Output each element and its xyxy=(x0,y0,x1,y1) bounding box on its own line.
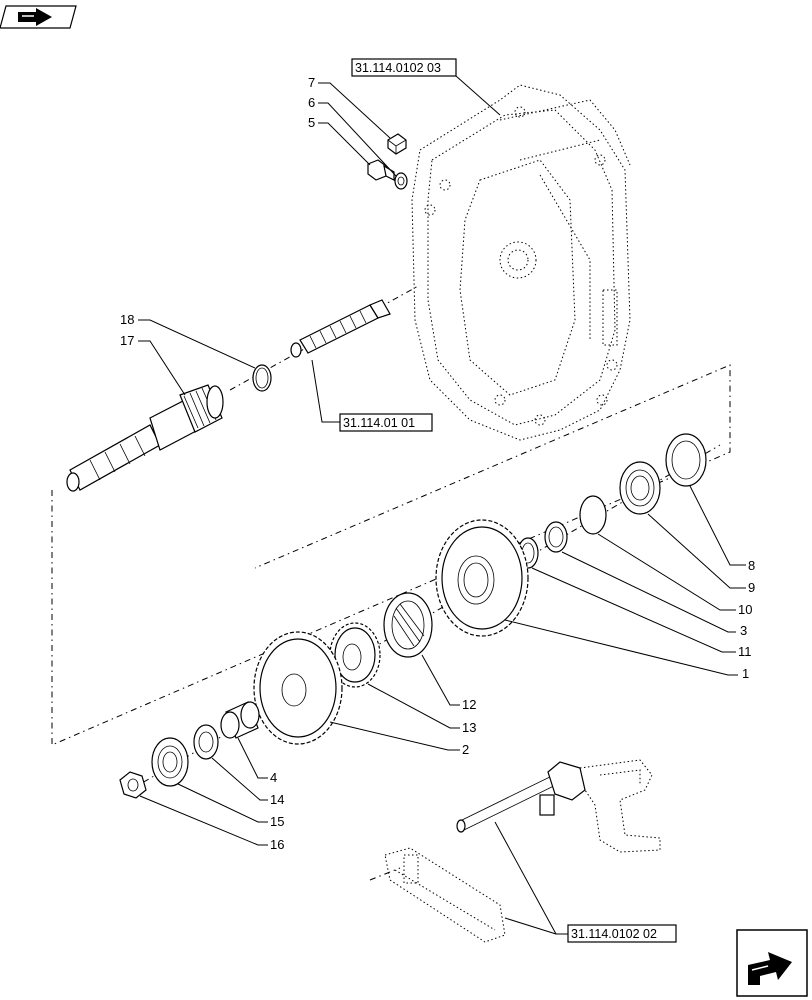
callout-7: 7 xyxy=(308,75,315,90)
washer-3 xyxy=(544,521,568,553)
snap-ring-10 xyxy=(579,495,607,535)
fork-reference[interactable]: 31.114.0102 02 xyxy=(571,927,657,941)
shift-fork xyxy=(456,759,661,853)
assembly-envelope xyxy=(51,364,731,746)
plug-7 xyxy=(387,133,407,155)
gear-1 xyxy=(435,519,529,637)
callout-16: 16 xyxy=(270,837,284,852)
gear-2 xyxy=(253,631,343,745)
washer-6 xyxy=(394,172,408,190)
callout-10: 10 xyxy=(738,602,752,617)
callout-5: 5 xyxy=(308,115,315,130)
shaft-reference[interactable]: 31.114.01 01 xyxy=(343,416,415,430)
callout-4: 4 xyxy=(270,770,277,785)
snap-ring-18 xyxy=(252,364,272,392)
gear-13 xyxy=(329,622,381,688)
bearing-15 xyxy=(151,737,189,787)
shift-rail xyxy=(369,847,506,943)
fitting-5 xyxy=(367,159,395,181)
callout-9: 9 xyxy=(748,580,755,595)
callout-8: 8 xyxy=(748,558,755,573)
callout-2: 2 xyxy=(462,742,469,757)
transmission-housing xyxy=(411,84,631,441)
nut-16 xyxy=(119,771,147,799)
bushing-4 xyxy=(220,701,260,739)
ring-8 xyxy=(665,433,707,487)
main-shaft-17 xyxy=(66,384,224,492)
callout-3: 3 xyxy=(740,623,747,638)
callout-13: 13 xyxy=(462,720,476,735)
bearing-9 xyxy=(619,461,661,515)
forward-arrow-icon[interactable] xyxy=(736,929,808,997)
washer-14 xyxy=(193,724,219,760)
callout-15: 15 xyxy=(270,814,284,829)
callout-11: 11 xyxy=(738,644,752,659)
callout-12: 12 xyxy=(462,697,476,712)
housing-reference[interactable]: 31.114.0102 03 xyxy=(355,61,441,75)
callout-18: 18 xyxy=(120,312,134,327)
back-arrow-icon[interactable] xyxy=(0,5,77,29)
housing-reference-box[interactable] xyxy=(351,58,457,77)
sleeve-12 xyxy=(383,592,433,658)
callout-6: 6 xyxy=(308,95,315,110)
callout-14: 14 xyxy=(270,792,284,807)
splined-shaft xyxy=(290,299,391,358)
callout-1: 1 xyxy=(742,666,749,681)
callout-17: 17 xyxy=(120,333,134,348)
